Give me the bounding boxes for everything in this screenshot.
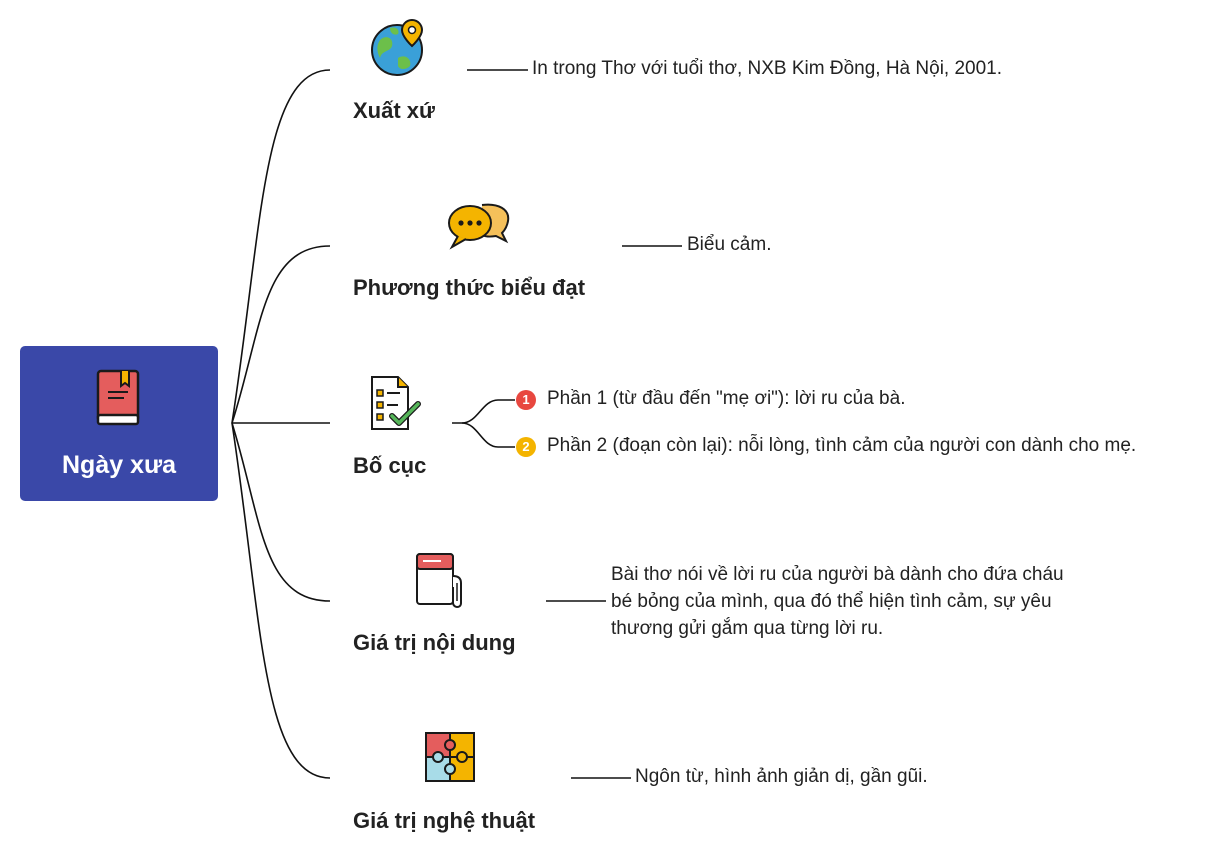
leaf-connector-2a bbox=[452, 399, 515, 424]
badge-1-icon: 1 bbox=[516, 390, 536, 410]
branch-label-xuat-xu[interactable]: Xuất xứ bbox=[353, 98, 435, 123]
branch-connector-3 bbox=[231, 422, 331, 602]
leaf-nghe-thuat: Ngôn từ, hình ảnh giản dị, gần gũi. bbox=[635, 766, 928, 787]
leaf-xuat-xu: In trong Thơ với tuổi thơ, NXB Kim Đồng,… bbox=[532, 58, 1003, 79]
leaf-noi-dung: Bài thơ nói về lời ru của người bà dành … bbox=[611, 564, 1064, 639]
checklist-icon bbox=[371, 376, 421, 430]
leaf-connector-2b bbox=[461, 422, 515, 448]
book-icon bbox=[96, 369, 140, 426]
globe-pin-icon bbox=[371, 18, 424, 76]
branch-connector-1 bbox=[231, 245, 331, 424]
branch-label-nghe-thuat[interactable]: Giá trị nghệ thuật bbox=[353, 808, 536, 833]
leaf-phuong-thuc: Biểu cảm. bbox=[687, 234, 772, 255]
leaf-bo-cuc-2: Phần 2 (đoạn còn lại): nỗi lòng, tình cả… bbox=[547, 435, 1137, 456]
notebook-icon bbox=[416, 553, 462, 609]
badge-2-icon: 2 bbox=[516, 437, 536, 457]
branch-label-bo-cuc[interactable]: Bố cục bbox=[353, 453, 427, 478]
leaf-bo-cuc-1: Phần 1 (từ đầu đến "mẹ ơi"): lời ru của … bbox=[547, 388, 906, 409]
root-title: Ngày xưa bbox=[62, 451, 176, 479]
puzzle-icon bbox=[425, 732, 475, 782]
branch-label-phuong-thuc[interactable]: Phương thức biểu đạt bbox=[353, 275, 586, 300]
root-node[interactable]: Ngày xưa bbox=[20, 346, 218, 501]
speech-bubbles-icon bbox=[448, 203, 510, 250]
branch-label-noi-dung[interactable]: Giá trị nội dung bbox=[353, 630, 516, 655]
branch-connector-4 bbox=[231, 422, 331, 779]
branch-connector-0 bbox=[231, 69, 331, 424]
